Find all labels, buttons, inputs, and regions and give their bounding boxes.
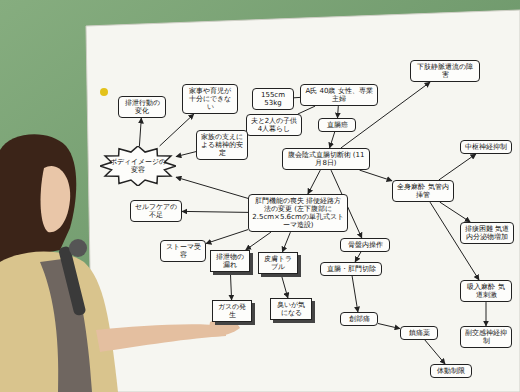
process-box: 下肢静脈還流の障害	[410, 60, 480, 82]
process-box: 排泄行動の変化	[118, 96, 166, 118]
connector-arrow	[160, 114, 194, 146]
node-text: ガスの発生	[216, 303, 248, 319]
presenter-hair	[0, 134, 76, 262]
connector-arrow	[330, 132, 335, 148]
node-text: A氏 40歳 女性、専業主婦	[304, 87, 374, 103]
raised-box: 臭いが気になる	[270, 298, 312, 320]
connector-arrow	[439, 154, 476, 180]
process-box: 155cm 53kg	[252, 88, 294, 110]
node-text: 腹会陰式直腸切断術 (11月8日)	[286, 151, 366, 167]
presenter-body	[0, 251, 118, 392]
connector-arrow	[281, 274, 288, 298]
connector-arrow	[355, 252, 361, 262]
node-text: 直腸癌	[322, 121, 352, 129]
process-box: 直腸・肛門切除	[320, 262, 382, 276]
connector-arrow	[486, 302, 487, 326]
node-text: セルフケアの不足	[134, 203, 178, 219]
process-box: 中枢神経抑制	[460, 140, 512, 154]
connector-arrow	[139, 118, 141, 146]
node-text: 皮膚トラブル	[262, 255, 294, 271]
process-box: 直腸癌	[318, 118, 356, 132]
connector-arrow	[176, 177, 248, 198]
node-text: 夫と2人の子供 4人暮らし	[250, 117, 298, 133]
node-text: 臭いが気になる	[274, 301, 308, 317]
process-box: 全身麻酔 気管内挿管	[392, 180, 454, 202]
star-shape	[100, 146, 176, 186]
node-text: ボディイメージの変容	[110, 158, 166, 174]
connector-arrow	[298, 106, 315, 114]
presenter-face	[41, 166, 71, 232]
connector-arrow	[337, 106, 339, 118]
node-text: 鎮痛薬	[404, 329, 434, 337]
connector-arrow	[308, 170, 320, 194]
node-text: 直腸・肛門切除	[324, 265, 378, 273]
connector-arrow	[176, 152, 196, 157]
presenter-arm	[96, 324, 226, 352]
microphone	[58, 246, 87, 317]
process-box: 体動制限	[430, 364, 472, 378]
process-box: セルフケアの不足	[130, 200, 182, 222]
process-box: 家事や育児が十分にできない	[182, 84, 238, 114]
poster-sheet	[86, 10, 520, 392]
node-text: 155cm 53kg	[256, 91, 290, 107]
process-box: ストーマ受容	[160, 240, 206, 262]
process-box: 家族の支えによる精神的安定	[196, 130, 248, 160]
process-box: 副交感神経抑制	[460, 326, 512, 348]
star-burst: ボディイメージの変容	[100, 146, 176, 186]
node-text: 肛門機能の喪失 排便経路方法の変更 (左下腹部に2.5cm×5.6cmの単孔式ス…	[252, 197, 344, 229]
node-text: 家事や育児が十分にできない	[186, 87, 234, 111]
process-box: 骨盤内操作	[340, 238, 390, 252]
process-box: 吸入麻酔 気道刺激	[460, 280, 512, 302]
connector-arrow	[352, 276, 358, 312]
node-text: 全身麻酔 気管内挿管	[396, 183, 450, 199]
process-box: 夫と2人の子供 4人暮らし	[246, 114, 302, 136]
process-box: 腹会陰式直腸切断術 (11月8日)	[282, 148, 370, 170]
node-text: 副交感神経抑制	[464, 329, 508, 345]
connector-arrow	[182, 211, 248, 212]
poster-pin	[100, 88, 108, 96]
process-box: 肛門機能の喪失 排便経路方法の変更 (左下腹部に2.5cm×5.6cmの単孔式ス…	[248, 194, 348, 232]
connector-arrow	[360, 170, 393, 181]
process-box: 排痰困難 気道内分泌物増加	[460, 222, 514, 244]
connector-arrow	[230, 272, 231, 300]
connector-arrow	[206, 230, 248, 244]
connector-arrow	[378, 324, 400, 329]
connector-arrow	[246, 232, 271, 250]
microphone-head	[69, 239, 87, 257]
node-text: 吸入麻酔 気道刺激	[464, 283, 508, 299]
node-text: ストーマ受容	[164, 243, 202, 259]
node-text: 中枢神経抑制	[464, 143, 508, 151]
raised-box: 排泄物の漏れ	[210, 250, 250, 272]
process-box: A氏 40歳 女性、専業主婦	[300, 84, 378, 106]
connector-arrow	[282, 232, 290, 252]
node-text: 排泄行動の変化	[122, 99, 162, 115]
node-text: 家族の支えによる精神的安定	[200, 133, 244, 157]
process-box: 鎮痛薬	[400, 326, 438, 340]
node-text: 排泄物の漏れ	[214, 253, 246, 269]
node-text: 創部痛	[344, 315, 374, 323]
presenter	[0, 134, 240, 392]
connector-arrow	[440, 202, 470, 222]
node-text: 下肢静脈還流の障害	[414, 63, 476, 79]
node-text: 排痰困難 気道内分泌物増加	[464, 225, 510, 241]
connector-arrow	[425, 340, 445, 364]
node-text: 骨盤内操作	[344, 241, 386, 249]
process-box: 創部痛	[340, 312, 378, 326]
raised-box: 皮膚トラブル	[258, 252, 298, 274]
raised-box: ガスの発生	[212, 300, 252, 322]
node-text: 体動制限	[434, 367, 468, 375]
